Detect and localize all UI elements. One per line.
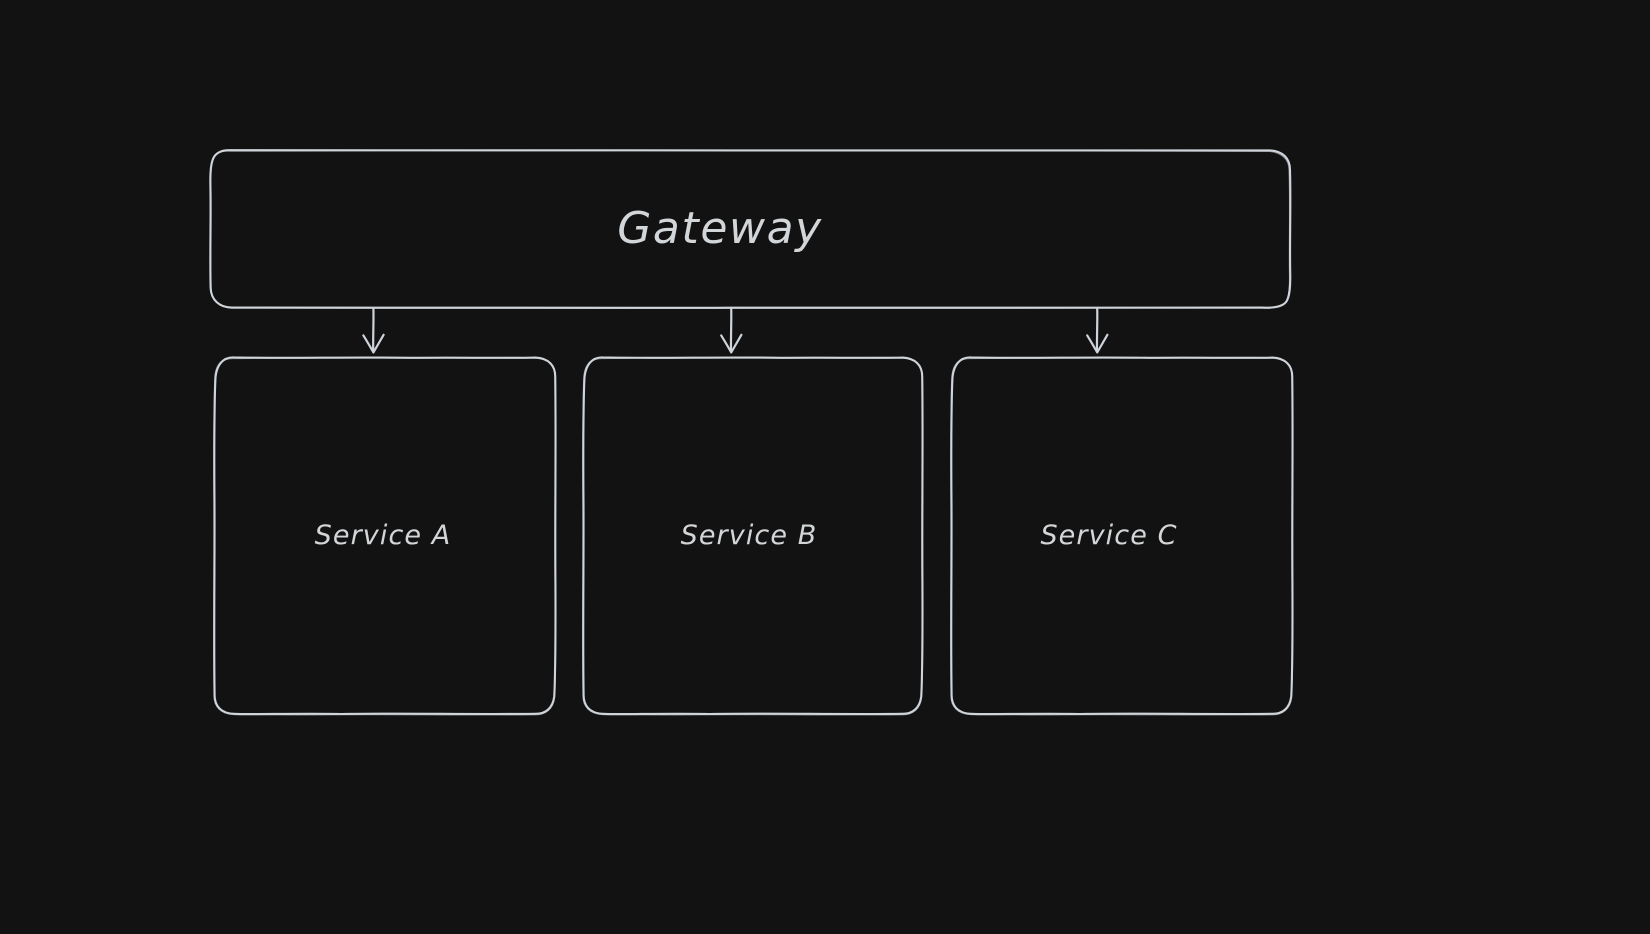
service-c-label: Service C bbox=[1040, 520, 1177, 551]
gateway-box-outline bbox=[209, 149, 1292, 309]
service-a-label: Service A bbox=[315, 520, 452, 551]
service-b-label: Service B bbox=[681, 520, 818, 551]
node-service-a[interactable]: Service A bbox=[213, 356, 557, 716]
service-c-box-outline bbox=[950, 356, 1294, 716]
service-b-box-outline bbox=[582, 356, 924, 716]
connector-gateway-to-service-b[interactable] bbox=[720, 307, 743, 354]
node-service-b[interactable]: Service B bbox=[582, 356, 924, 716]
node-service-c[interactable]: Service C bbox=[950, 356, 1294, 716]
node-gateway[interactable]: Gateway bbox=[209, 149, 1292, 310]
service-a-box-outline bbox=[213, 356, 557, 716]
arrowhead-a bbox=[362, 333, 385, 354]
connector-gateway-to-service-c[interactable] bbox=[1086, 307, 1109, 354]
connector-gateway-to-service-a[interactable] bbox=[362, 307, 385, 354]
gateway-label: Gateway bbox=[617, 203, 823, 254]
arrowhead-b bbox=[720, 333, 743, 354]
arrowhead-c bbox=[1086, 333, 1109, 354]
